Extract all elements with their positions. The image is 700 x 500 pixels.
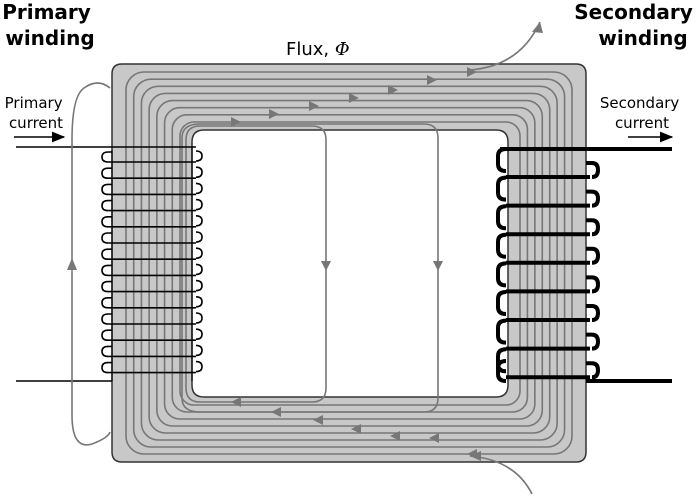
flux-loop bbox=[156, 99, 544, 427]
secondary-winding bbox=[496, 147, 672, 383]
primary-turn-end-right bbox=[195, 263, 203, 276]
secondary-turn-end-left bbox=[496, 347, 507, 374]
primary-turn-end-left bbox=[101, 313, 112, 325]
primary-current-label: Primary current bbox=[5, 94, 68, 132]
flux-loop bbox=[140, 85, 558, 441]
secondary-turn-end-right bbox=[586, 246, 601, 265]
flux-arrow bbox=[309, 101, 319, 111]
flux-tail-bottom-arrow bbox=[470, 451, 481, 461]
secondary-turn-end-left bbox=[496, 290, 507, 316]
flux-arrow bbox=[349, 93, 359, 103]
secondary-turn-end-right bbox=[586, 361, 601, 380]
primary-turn-end-right bbox=[195, 166, 203, 178]
primary-turn-end-left bbox=[101, 151, 112, 163]
flux-loop-inner bbox=[181, 123, 439, 413]
primary-winding bbox=[16, 146, 203, 382]
flux-arrow bbox=[321, 261, 331, 271]
primary-turn-end-left bbox=[101, 280, 112, 293]
primary-current-arrow bbox=[67, 258, 77, 270]
secondary-turn-end-left bbox=[496, 359, 507, 383]
flux-loop bbox=[148, 92, 551, 434]
flux-loop-inner bbox=[185, 125, 327, 403]
primary-turn-end-right bbox=[195, 182, 203, 195]
primary-turn-end-right bbox=[195, 279, 203, 292]
primary-turn-end-left bbox=[101, 345, 112, 358]
primary-turn-end-left bbox=[101, 297, 112, 309]
primary-turn-end-left bbox=[101, 199, 112, 212]
primary-turn-end-left bbox=[101, 264, 112, 277]
primary-turn-end-right bbox=[195, 198, 203, 211]
flux-label: Flux, Φ bbox=[286, 39, 350, 60]
primary-turn-end-right bbox=[195, 360, 203, 373]
flux-loop bbox=[163, 106, 536, 420]
flux-arrow bbox=[388, 85, 398, 95]
primary-winding-label: Primary winding bbox=[2, 0, 98, 50]
primary-turn-end-left bbox=[101, 361, 112, 374]
secondary-turn-end-left bbox=[496, 204, 507, 231]
primary-turn-end-left bbox=[101, 167, 112, 179]
secondary-turn-end-right bbox=[586, 332, 601, 351]
primary-turn-end-right bbox=[195, 296, 203, 308]
flux-arrow bbox=[231, 397, 241, 407]
primary-turn-end-right bbox=[195, 328, 203, 340]
flux-loop bbox=[171, 114, 529, 413]
primary-turn-end-right bbox=[195, 312, 203, 324]
primary-turn-end-right bbox=[195, 150, 203, 162]
primary-turn-end-right bbox=[195, 231, 203, 243]
flux-arrow bbox=[433, 261, 443, 271]
primary-current-loop bbox=[71, 82, 111, 446]
primary-turn-end-left bbox=[101, 232, 112, 244]
flux-tail-top bbox=[469, 21, 541, 71]
flux-arrow bbox=[269, 109, 279, 119]
flux-arrow bbox=[467, 67, 477, 77]
primary-turn-end-left bbox=[101, 183, 112, 196]
secondary-turn-end-right bbox=[586, 275, 601, 294]
secondary-turn-end-right bbox=[586, 189, 601, 208]
flux-arrow bbox=[231, 117, 241, 127]
flux-arrow bbox=[351, 424, 361, 434]
secondary-turn-end-left bbox=[496, 318, 507, 345]
flux-arrow bbox=[427, 75, 437, 85]
primary-turn-end-left bbox=[101, 248, 112, 260]
transformer-core bbox=[111, 63, 587, 463]
primary-turn-end-left bbox=[101, 329, 112, 341]
secondary-winding-label: Secondary winding bbox=[574, 0, 699, 50]
secondary-turn-end-right bbox=[586, 304, 601, 322]
secondary-turn-end-right bbox=[586, 218, 601, 237]
flux-loop bbox=[179, 121, 521, 406]
flux-arrow bbox=[429, 433, 439, 443]
primary-turn-end-right bbox=[195, 344, 203, 357]
secondary-turn-end-left bbox=[496, 261, 507, 288]
primary-turn-end-right bbox=[195, 247, 203, 259]
flux-tail-top-arrow bbox=[532, 22, 543, 33]
secondary-turn-end-left bbox=[496, 175, 507, 202]
secondary-current-label: Secondary current bbox=[600, 94, 684, 132]
primary-turn-end-left bbox=[101, 216, 112, 228]
secondary-turn-end-left bbox=[496, 147, 507, 173]
flux-arrow bbox=[271, 407, 281, 417]
secondary-turn-end-right bbox=[586, 161, 601, 179]
primary-turn-end-right bbox=[195, 215, 203, 227]
flux-arrow bbox=[313, 415, 323, 425]
flux-arrow bbox=[390, 431, 400, 441]
secondary-turn-end-left bbox=[496, 232, 507, 259]
